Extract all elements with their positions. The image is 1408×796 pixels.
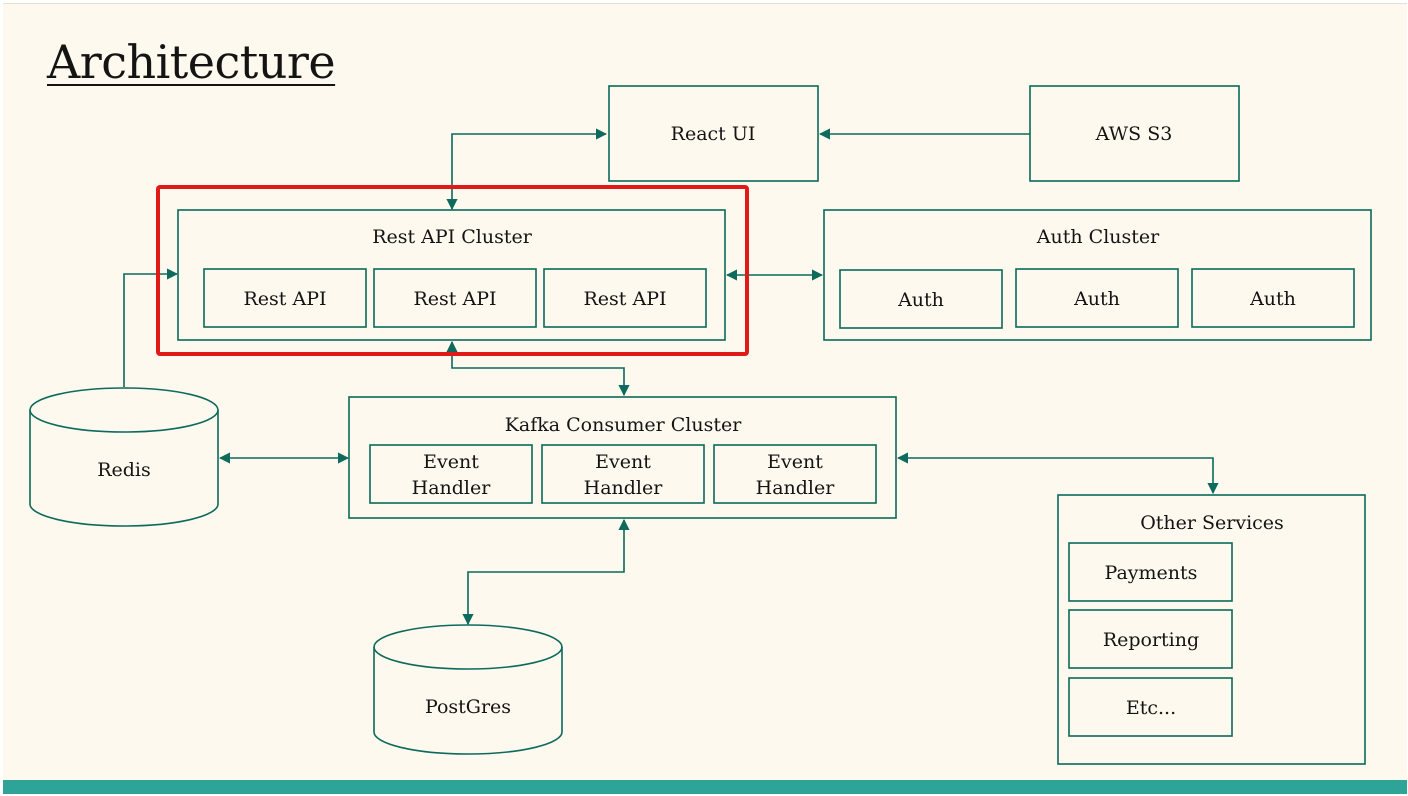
architecture-diagram: React UI AWS S3 Rest API Cluster Rest AP… bbox=[29, 85, 1372, 765]
connector-rest-kafka bbox=[446, 340, 630, 397]
rest-api-box-3 bbox=[543, 268, 707, 328]
redis-label: Redis bbox=[97, 459, 151, 481]
rest-api-cluster: Rest API Cluster Rest API Rest API Rest … bbox=[177, 209, 726, 341]
kafka-consumer-cluster: Kafka Consumer Cluster Event Handler Eve… bbox=[348, 396, 897, 519]
auth-label-3: Auth bbox=[1249, 288, 1296, 310]
event-handler-1-line-1: Event bbox=[423, 451, 479, 473]
kafka-cluster-title: Kafka Consumer Cluster bbox=[505, 414, 742, 436]
other-services-title: Other Services bbox=[1140, 512, 1284, 534]
auth-box-3 bbox=[1191, 268, 1355, 328]
auth-cluster-title: Auth Cluster bbox=[1036, 226, 1160, 248]
event-handler-2-line-2: Handler bbox=[584, 477, 664, 499]
reporting-box bbox=[1068, 609, 1233, 669]
payments-box bbox=[1068, 542, 1233, 602]
rest-api-box-2 bbox=[373, 268, 537, 328]
event-handler-3-line-2: Handler bbox=[756, 477, 836, 499]
event-handler-box-2 bbox=[541, 444, 705, 504]
highlight-rectangle bbox=[156, 185, 749, 356]
auth-label-2: Auth bbox=[1073, 288, 1120, 310]
react-ui-node: React UI bbox=[608, 85, 819, 182]
event-handler-1-line-2: Handler bbox=[412, 477, 492, 499]
auth-cluster: Auth Cluster Auth Auth Auth bbox=[823, 209, 1372, 341]
postgres-node: PostGres bbox=[373, 624, 563, 755]
rest-api-label-2: Rest API bbox=[414, 288, 497, 310]
redis-node: Redis bbox=[29, 387, 219, 527]
event-handler-box-3 bbox=[713, 444, 877, 504]
etc-label: Etc... bbox=[1126, 697, 1176, 719]
event-handler-3-line-1: Event bbox=[767, 451, 823, 473]
aws-s3-label: AWS S3 bbox=[1095, 123, 1173, 145]
rest-api-cluster-title: Rest API Cluster bbox=[372, 226, 533, 248]
page-title: Architecture bbox=[47, 35, 336, 89]
connectors bbox=[123, 128, 1219, 626]
react-ui-label: React UI bbox=[671, 123, 756, 145]
auth-box-1 bbox=[839, 269, 1003, 329]
payments-label: Payments bbox=[1105, 562, 1198, 584]
auth-label-1: Auth bbox=[897, 289, 944, 311]
connector-kafka-postgres bbox=[462, 518, 630, 626]
rest-api-label-1: Rest API bbox=[244, 288, 327, 310]
other-services-cluster: Other Services Payments Reporting Etc... bbox=[1057, 494, 1366, 765]
aws-s3-node: AWS S3 bbox=[1029, 85, 1240, 182]
reporting-label: Reporting bbox=[1103, 629, 1199, 651]
rest-api-label-3: Rest API bbox=[584, 288, 667, 310]
bottom-accent-bar bbox=[3, 780, 1407, 794]
connector-react-rest bbox=[446, 128, 608, 211]
rest-api-box-1 bbox=[203, 268, 367, 328]
etc-box bbox=[1068, 677, 1233, 737]
event-handler-box-1 bbox=[369, 444, 533, 504]
slide: Architecture React UI AWS S3 bbox=[3, 3, 1407, 794]
event-handler-2-line-1: Event bbox=[595, 451, 651, 473]
auth-box-2 bbox=[1015, 268, 1179, 328]
connector-redis-rest bbox=[123, 268, 179, 387]
postgres-label: PostGres bbox=[425, 696, 511, 718]
connector-kafka-other bbox=[896, 452, 1219, 495]
